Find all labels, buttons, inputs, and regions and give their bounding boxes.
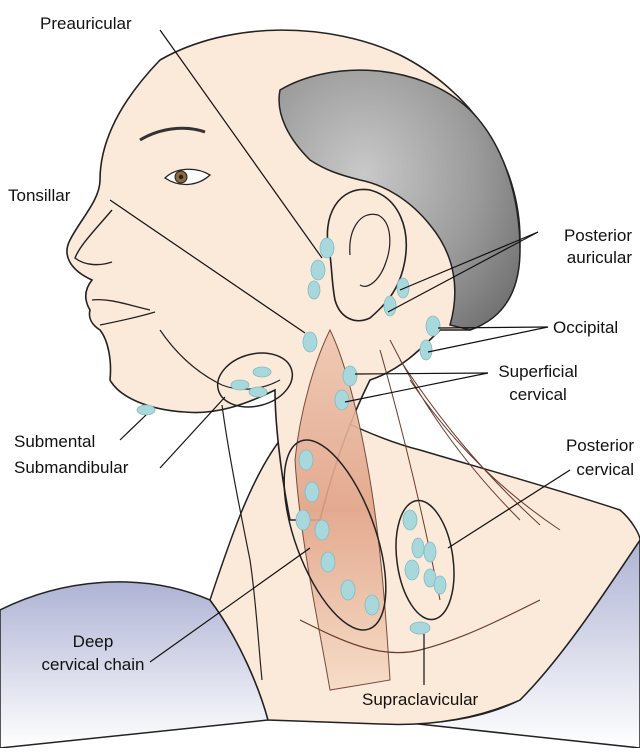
label-posterior-auricular-line1: Posterior xyxy=(520,226,632,246)
label-superficial-cervical-line1: Superficial xyxy=(486,362,590,382)
node-posterior-auricular xyxy=(384,296,396,316)
node-deep-cervical xyxy=(299,450,313,470)
label-tonsillar: Tonsillar xyxy=(8,186,70,206)
node-posterior-cervical xyxy=(405,560,419,580)
label-submandibular: Submandibular xyxy=(14,458,128,478)
label-posterior-cervical-line1: Posterior xyxy=(520,436,634,456)
node-superficial-cervical xyxy=(335,390,349,410)
node-deep-cervical xyxy=(341,580,355,600)
node-deep-cervical xyxy=(315,520,329,540)
node-submental xyxy=(137,405,155,415)
node-submandibular xyxy=(231,380,249,390)
node-submandibular xyxy=(253,367,271,377)
node-posterior-cervical xyxy=(412,538,424,558)
label-deep-cervical-line2: cervical chain xyxy=(28,655,158,675)
label-occipital: Occipital xyxy=(553,318,618,338)
leader-submental xyxy=(120,415,146,440)
node-occipital xyxy=(420,340,432,360)
node-posterior-auricular xyxy=(397,278,409,298)
label-posterior-cervical-line2: cervical xyxy=(520,460,634,480)
label-superficial-cervical-line2: cervical xyxy=(486,385,590,405)
node-preauricular xyxy=(311,260,325,280)
node-submandibular xyxy=(249,387,267,397)
label-supraclavicular: Supraclavicular xyxy=(362,690,478,710)
node-preauricular xyxy=(308,281,320,299)
label-preauricular: Preauricular xyxy=(40,14,132,34)
label-posterior-auricular-line2: auricular xyxy=(520,248,632,268)
label-deep-cervical-line1: Deep xyxy=(28,632,158,652)
node-deep-cervical xyxy=(365,595,379,615)
node-deep-cervical xyxy=(305,482,319,502)
node-posterior-cervical xyxy=(424,542,436,562)
node-tonsillar xyxy=(303,332,317,352)
node-supraclavicular xyxy=(410,622,430,634)
node-preauricular xyxy=(320,238,334,258)
node-posterior-cervical xyxy=(403,510,417,530)
node-occipital xyxy=(426,316,440,336)
node-superficial-cervical xyxy=(343,366,357,386)
node-posterior-cervical xyxy=(434,576,446,594)
node-deep-cervical xyxy=(296,510,310,530)
label-submental: Submental xyxy=(14,432,95,452)
node-deep-cervical xyxy=(321,552,335,572)
